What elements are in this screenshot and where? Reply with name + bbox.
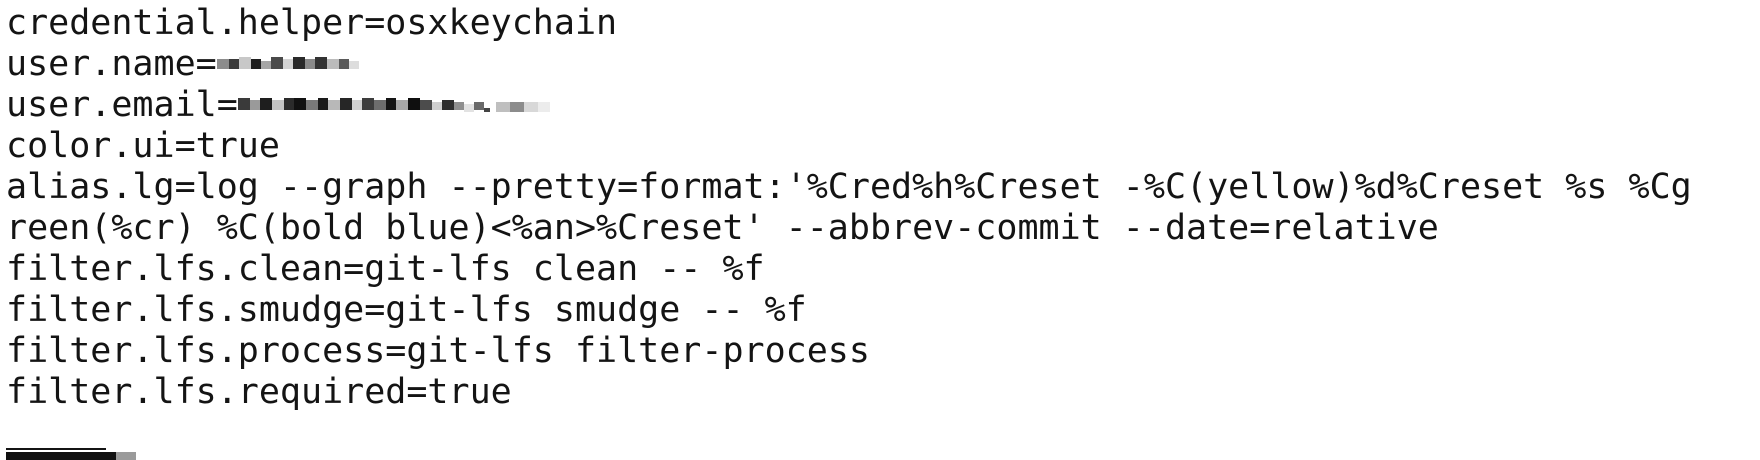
config-line-user-email: user.email= [6,82,568,128]
selection-underline [6,448,106,450]
config-line-text: reen(%cr) %C(bold blue)<%an>%Creset' --a… [6,208,1439,248]
redacted-user-name [216,57,359,69]
config-line-text: user.email= [6,85,238,125]
config-line-filter-lfs-smudge: filter.lfs.smudge=git-lfs smudge -- %f [6,287,807,333]
config-line-text: user.name= [6,44,217,84]
config-line-text: filter.lfs.process=git-lfs filter-proces… [6,331,870,371]
config-line-text: filter.lfs.required=true [6,372,512,412]
config-line-text: credential.helper=osxkeychain [6,3,618,43]
config-line-credential-helper: credential.helper=osxkeychain [6,0,617,46]
config-line-text: alias.lg=log --graph --pretty=format:'%C… [6,167,1692,207]
redacted-user-email [237,98,550,112]
config-line-user-name: user.name= [6,41,367,87]
config-line-text: color.ui=true [6,126,280,166]
config-line-filter-lfs-clean: filter.lfs.clean=git-lfs clean -- %f [6,246,765,292]
config-line-alias-lg-wrap: reen(%cr) %C(bold blue)<%an>%Creset' --a… [6,205,1439,251]
config-line-alias-lg: alias.lg=log --graph --pretty=format:'%C… [6,164,1692,210]
terminal-cursor [6,452,116,460]
config-line-color-ui: color.ui=true [6,123,280,169]
config-line-text: filter.lfs.smudge=git-lfs smudge -- %f [6,290,807,330]
config-line-filter-lfs-process: filter.lfs.process=git-lfs filter-proces… [6,328,870,374]
config-line-text: filter.lfs.clean=git-lfs clean -- %f [6,249,765,289]
terminal-cursor-tail [116,452,136,460]
config-line-filter-lfs-required: filter.lfs.required=true [6,369,512,415]
